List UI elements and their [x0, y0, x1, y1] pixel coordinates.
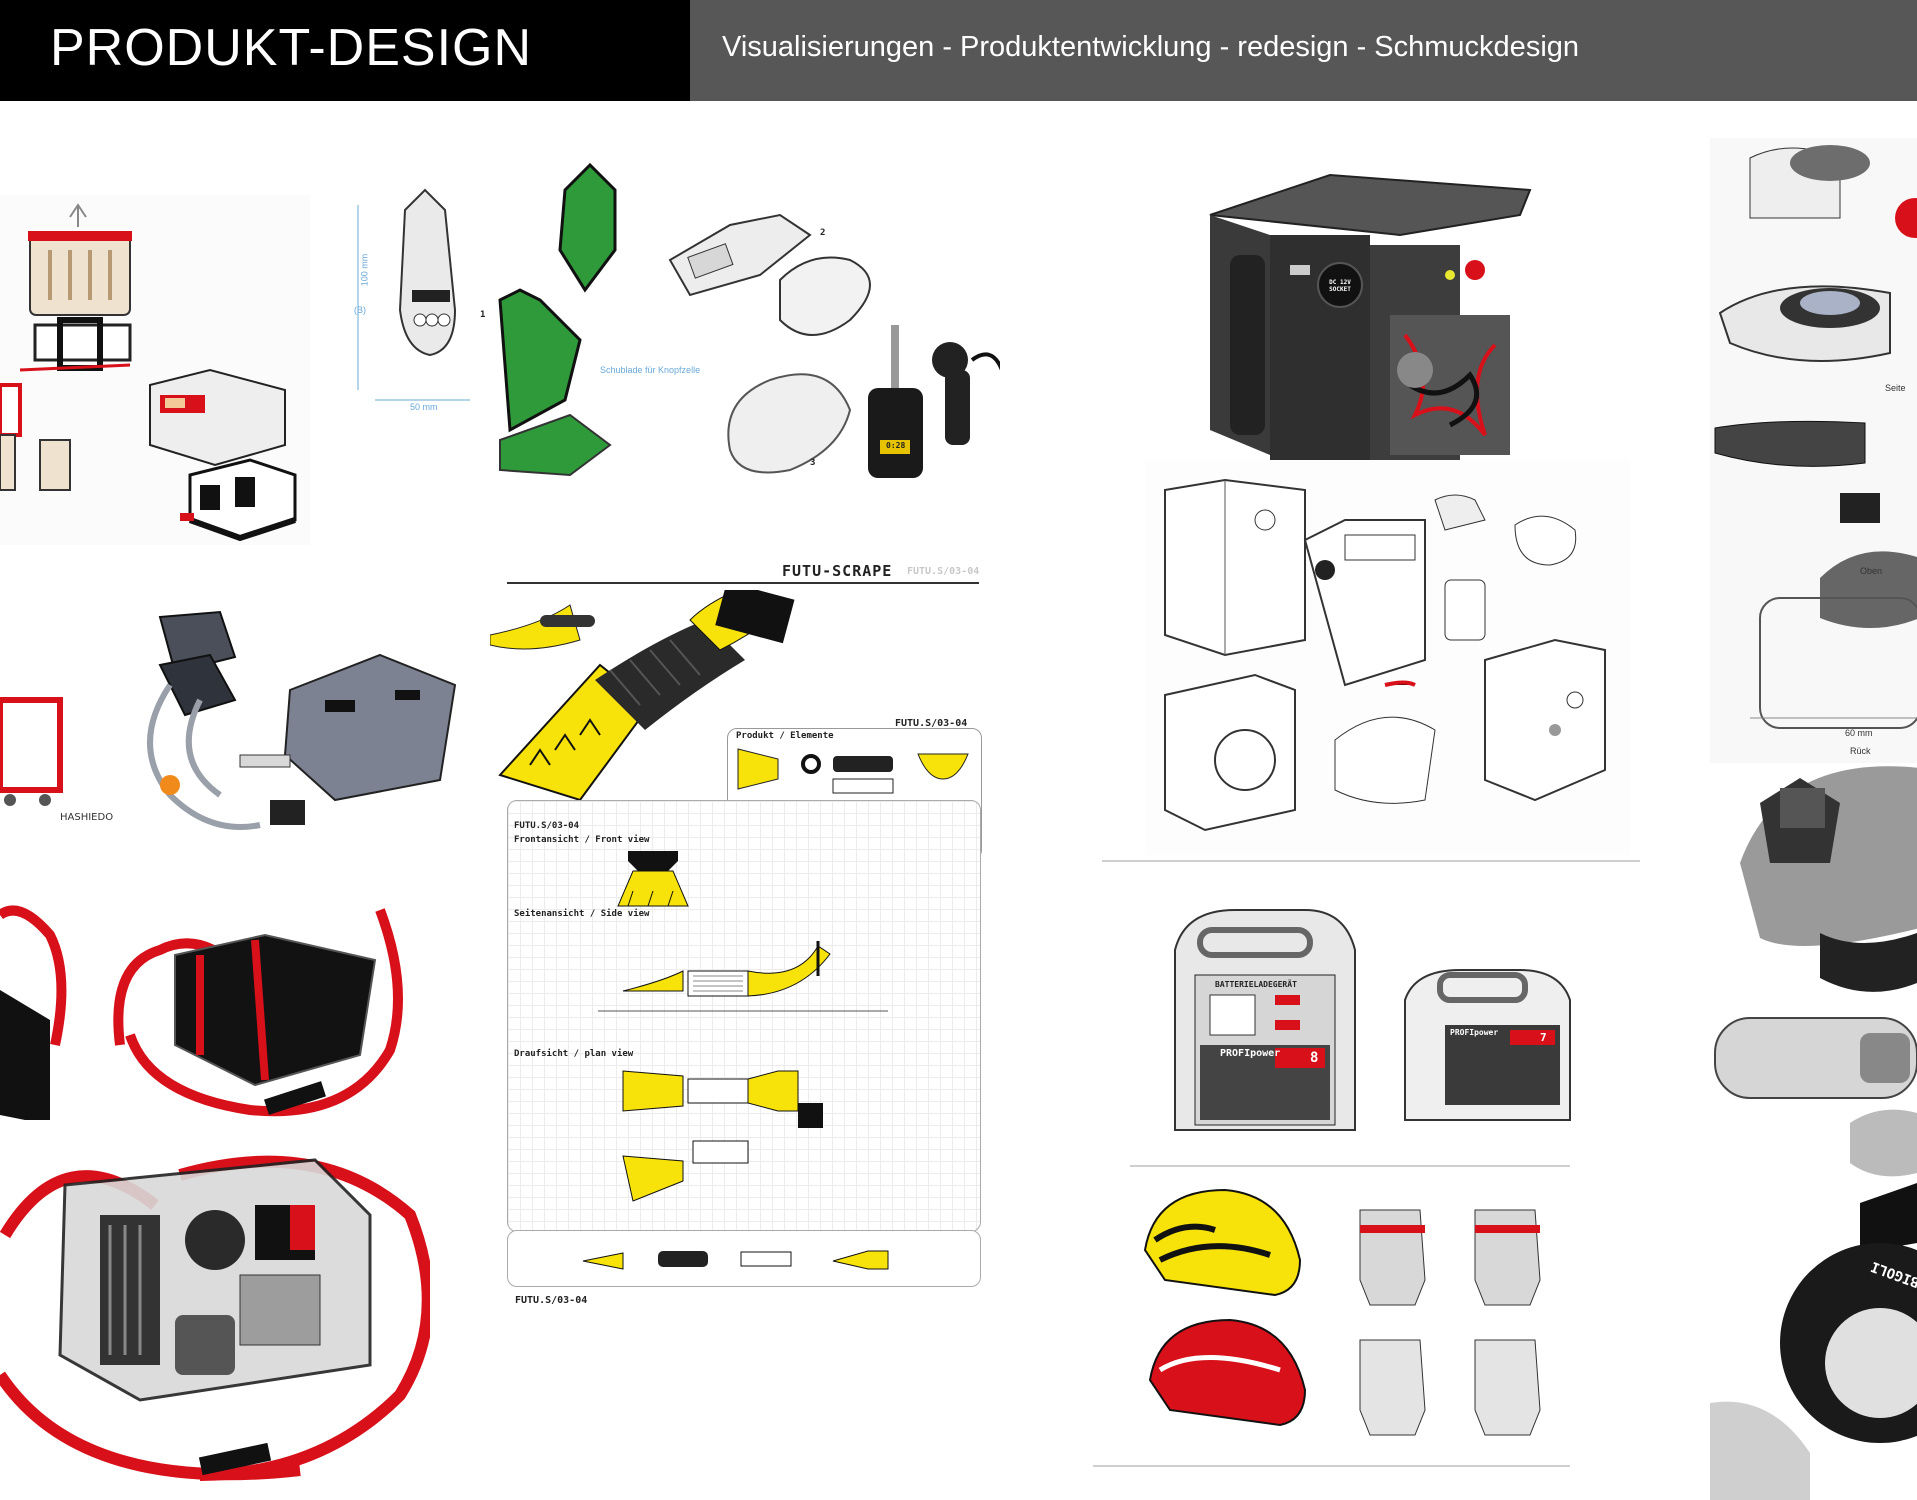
battery-sketch-drawing: [0, 195, 310, 545]
header-subtitle-bar: [690, 0, 1917, 101]
lighter-note: Schublade für Knopfzelle: [600, 365, 701, 375]
bike-light-sketch-panel: 60 mm Oben Rück Seite: [1710, 138, 1917, 763]
bike-label-seite: Seite: [1885, 383, 1906, 393]
bike-light-sketch-drawing: [1714, 145, 1917, 729]
pump-sketch-drawing: [1145, 460, 1630, 855]
compressor-bag-panel: [0, 1145, 430, 1490]
charger-brand-big: PROFIpower: [1220, 1048, 1281, 1059]
futu-code-panel: FUTU.S/03-04: [895, 718, 968, 729]
lighter-num-2: 2: [820, 228, 826, 238]
futu-drawing-sheet: FUTU.S/03-04 Frontansicht / Front view S…: [507, 800, 981, 1232]
futu-front-view: Frontansicht / Front view: [514, 835, 650, 845]
futu-bottom-code: FUTU.S/03-04: [515, 1295, 588, 1306]
pump-socket-label: DC 12V SOCKET: [1329, 279, 1351, 293]
futu-sheet-code: FUTU.S/03-04: [514, 821, 580, 831]
bike-light-render-drawing: [1710, 766, 1917, 1500]
bike-light-render-panel: BIGOLI: [1710, 763, 1917, 1500]
bike-label-oben: Oben: [1860, 566, 1883, 576]
lighter-adapter-panel: 100 mm 50 mm (B) Schublade für Knopfzell…: [350, 150, 1000, 530]
helmet-glove-drawing: [1143, 1188, 1541, 1436]
charger-brand-small: PROFIpower: [1450, 1028, 1499, 1037]
divider-pump: [1102, 860, 1640, 862]
cable-pouch-panel: HASHIEDO: [0, 605, 470, 850]
svg-text:HASHIEDO: HASHIEDO: [60, 812, 113, 823]
futu-side-view: Seitenansicht / Side view: [514, 909, 650, 919]
divider-charger: [1130, 1165, 1570, 1167]
futu-title: FUTU-SCRAPE: [782, 562, 893, 580]
pump-sketch-panel: [1145, 460, 1630, 855]
page-title: PRODUKT-DESIGN: [50, 19, 533, 77]
lighter-dim-100: 100 mm: [359, 253, 370, 287]
charger-model-small: 7: [1540, 1031, 1547, 1044]
compressor-bag-drawing: [0, 1155, 430, 1481]
bike-label-ruck: Rück: [1850, 746, 1871, 756]
pump-render-panel: DC 12V SOCKET: [1170, 155, 1540, 480]
pump-render-drawing: [1209, 173, 1532, 475]
bike-dim-60: 60 mm: [1845, 728, 1873, 738]
cable-pouch-drawing: HASHIEDO: [0, 610, 457, 830]
bag-sketch-drawing: [0, 905, 403, 1120]
charger-drawing: [1174, 909, 1571, 1131]
futu-exploded-drawing: [582, 1250, 889, 1270]
futu-plan-view: Draufsicht / plan view: [514, 1049, 634, 1059]
lighter-adapter-drawing: [357, 162, 1000, 478]
divider-helmet: [1093, 1465, 1570, 1467]
futu-code-light: FUTU.S/03-04: [907, 566, 980, 577]
bag-sketch-panel: [0, 895, 420, 1120]
futu-technical-drawing: [598, 851, 888, 1202]
futu-hero-drawing: [490, 590, 795, 802]
helmet-glove-panel: [1140, 1180, 1580, 1460]
header-title-bar: [0, 0, 690, 101]
lighter-dim-50: 50 mm: [410, 402, 438, 412]
battery-sketch-panel: [0, 195, 310, 545]
charger-label-big: BATTERIELADEGERÄT: [1215, 980, 1297, 989]
futu-title-rule: [507, 582, 979, 584]
futu-hero-render: [490, 590, 810, 820]
lighter-display: 0:28: [886, 441, 906, 450]
charger-panel: BATTERIELADEGERÄT PROFIpower 8 PROFIpowe…: [1155, 900, 1595, 1150]
lighter-num-3: 3: [810, 458, 816, 468]
futu-exploded-strip: [507, 1230, 981, 1287]
futu-elements-label: Produkt / Elemente: [736, 731, 834, 741]
lighter-num-1: 1: [480, 310, 486, 320]
page-subtitle: Visualisierungen - Produktentwicklung - …: [722, 31, 1580, 63]
lighter-dim-b: (B): [354, 305, 366, 315]
charger-model-big: 8: [1310, 1050, 1319, 1066]
